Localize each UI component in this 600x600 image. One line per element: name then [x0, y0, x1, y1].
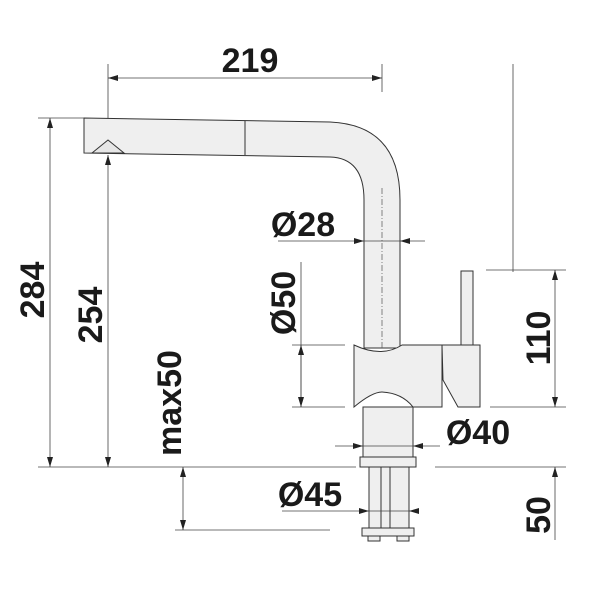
foot-right [396, 535, 410, 542]
label-d28: Ø28 [271, 206, 335, 244]
label-d40: Ø40 [446, 414, 510, 452]
mounting-rod-center [380, 466, 391, 530]
label-max50: max50 [151, 350, 189, 456]
mounting-rod-left [368, 466, 382, 530]
base-stem [362, 406, 414, 458]
foot-left [367, 535, 381, 542]
lever-base [441, 344, 481, 408]
label-254: 254 [72, 287, 110, 344]
spout [83, 117, 401, 349]
label-d50: Ø50 [265, 271, 303, 335]
label-110: 110 [520, 311, 558, 366]
label-284: 284 [14, 262, 52, 319]
base-ring [359, 456, 417, 468]
mounting-rod-right [389, 466, 410, 530]
dimension-lines [47, 75, 558, 540]
dimension-labels: 219 284 254 max50 Ø28 Ø50 Ø40 Ø45 110 50 [14, 42, 558, 534]
spout-nozzle [90, 139, 126, 154]
label-50: 50 [520, 496, 558, 534]
faucet [83, 117, 481, 542]
mounting-plate [361, 527, 415, 537]
label-219: 219 [222, 42, 279, 80]
mixer-body [353, 344, 443, 409]
label-d45: Ø45 [278, 476, 342, 514]
lever-handle [460, 270, 474, 348]
